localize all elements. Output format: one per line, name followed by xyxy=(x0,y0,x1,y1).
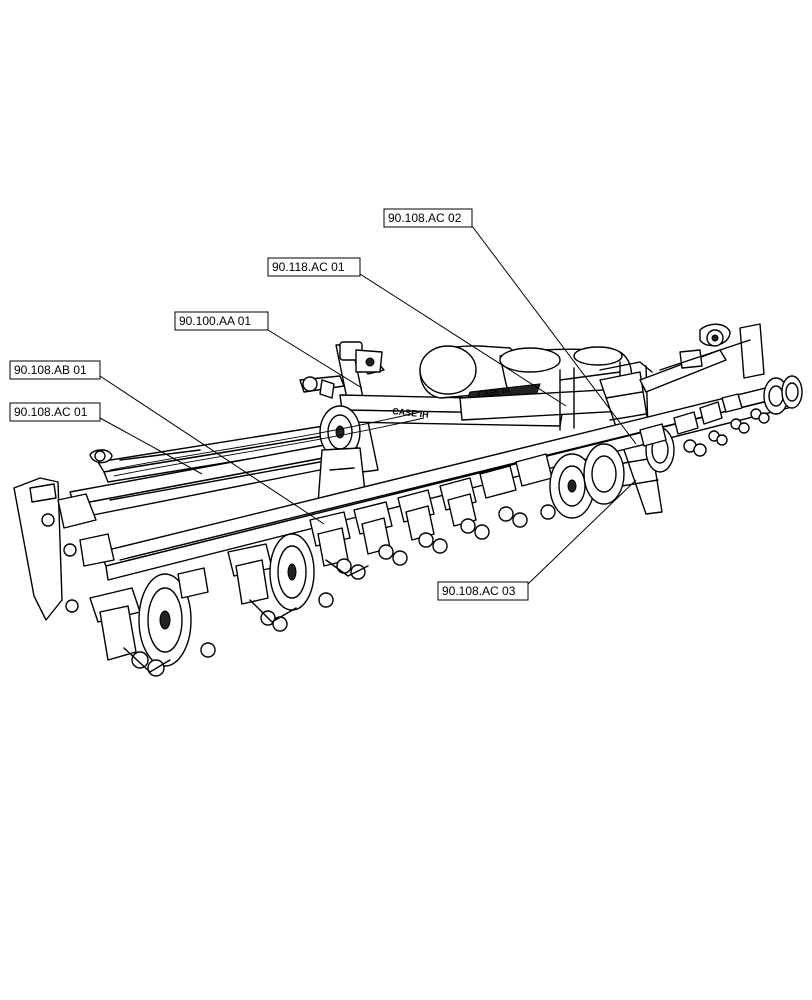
row-unit xyxy=(397,489,448,554)
row-unit xyxy=(721,393,750,434)
row-unit xyxy=(89,567,216,677)
row-unit xyxy=(309,511,369,580)
row-unit xyxy=(515,443,625,520)
callout-label: 90.118.AC 01 xyxy=(272,260,345,274)
row-unit xyxy=(479,465,528,528)
hydraulic-hoses xyxy=(109,411,425,477)
callout-90-108-ab-01[interactable]: 90.108.AB 01 xyxy=(9,360,101,380)
callout-label: 90.108.AC 01 xyxy=(14,405,88,419)
row-unit xyxy=(639,423,675,473)
callout-label: 90.108.AC 03 xyxy=(442,584,516,598)
leader-line xyxy=(99,375,325,525)
callout-label: 90.108.AB 01 xyxy=(14,363,87,377)
callout-labels: 90.108.AC 02 90.118.AC 01 90.100.AA 01 9… xyxy=(9,208,529,601)
row-unit xyxy=(699,401,728,446)
leader-line xyxy=(359,273,567,407)
callout-label: 90.100.AA 01 xyxy=(179,314,251,328)
left-end-bracket xyxy=(13,477,115,621)
row-unit xyxy=(439,477,490,540)
leader-line xyxy=(527,479,637,585)
leader-line xyxy=(471,225,637,445)
callout-90-108-ac-03[interactable]: 90.108.AC 03 xyxy=(437,581,529,601)
callout-90-118-ac-01[interactable]: 90.118.AC 01 xyxy=(267,257,361,277)
callout-label: 90.108.AC 02 xyxy=(388,211,462,225)
row-unit xyxy=(781,375,803,409)
bulk-seed-tanks: CASE IH xyxy=(419,345,643,421)
planter-illustration: CASE IH CASE IH xyxy=(13,323,803,677)
row-unit xyxy=(227,533,334,632)
leader-line xyxy=(99,417,203,475)
row-units xyxy=(89,375,803,677)
callout-90-100-aa-01[interactable]: 90.100.AA 01 xyxy=(174,311,269,331)
leader-lines xyxy=(99,225,637,585)
row-unit xyxy=(673,411,707,457)
leader-line xyxy=(267,329,363,389)
right-wing-linkage xyxy=(639,323,765,393)
row-unit xyxy=(353,501,408,566)
callout-90-108-ac-02[interactable]: 90.108.AC 02 xyxy=(383,208,473,228)
callout-90-108-ac-01[interactable]: 90.108.AC 01 xyxy=(9,402,101,422)
